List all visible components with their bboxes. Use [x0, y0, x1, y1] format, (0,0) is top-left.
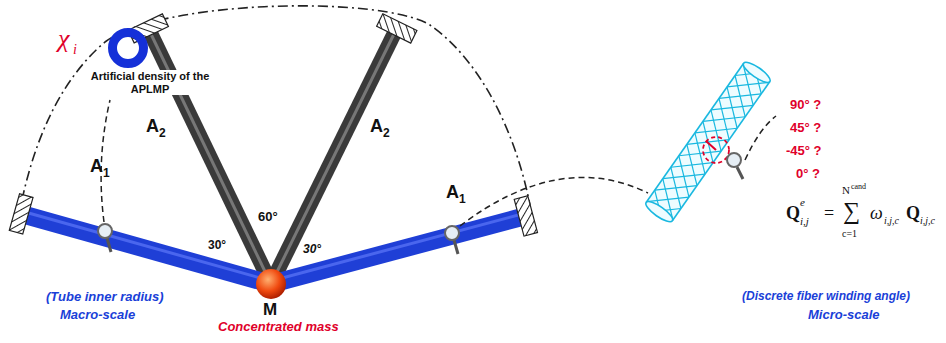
bar-a2 — [271, 32, 395, 284]
scale-caption: (Tube inner radius) — [46, 290, 164, 305]
mass-ball — [256, 269, 286, 299]
formula-sum: ∑ — [843, 198, 860, 226]
scale-caption: (Discrete fiber winding angle) — [742, 290, 910, 304]
angle-mark — [706, 141, 716, 150]
formula-limit: c=1 — [842, 228, 857, 240]
bar-a1 — [271, 217, 522, 284]
angle-option: 90° ? — [790, 98, 821, 113]
bar-name: A — [90, 156, 103, 177]
bar-a1 — [25, 215, 271, 284]
callout-line — [745, 116, 776, 160]
angle-option: -45° ? — [786, 144, 822, 159]
subscript: 1 — [103, 167, 110, 181]
angle-value: 30° — [208, 239, 226, 253]
angle-option: 0° ? — [796, 167, 820, 182]
bar-name: A — [446, 182, 459, 203]
formula-superscript: e — [800, 196, 805, 209]
bar-highlight — [25, 212, 271, 281]
magnifier — [98, 224, 112, 252]
formula-subscript: i,j,c — [920, 215, 935, 227]
symbol: χ — [58, 24, 69, 54]
formula-symbol: ω — [870, 203, 883, 224]
subscript: 2 — [159, 127, 166, 141]
formula-limit: cand — [851, 182, 866, 191]
bar-highlight — [271, 214, 522, 281]
formula-subscript: i,j,c — [884, 215, 899, 227]
subscript: 2 — [383, 127, 390, 141]
fiber-tube — [623, 30, 794, 255]
formula-symbol: Q — [786, 203, 800, 224]
mass-name: M — [263, 300, 277, 320]
scale-caption: Macro-scale — [60, 308, 135, 323]
mass-caption: Concentrated mass — [218, 320, 339, 335]
bar-name: A — [370, 116, 383, 137]
angle-option: 45° ? — [790, 121, 821, 136]
fixed-support — [9, 194, 33, 234]
magnifier — [727, 153, 743, 179]
angle-value: 30° — [303, 243, 321, 257]
annotation: Artificial density of the APLMP — [84, 70, 216, 95]
angle-value: 60° — [258, 210, 278, 225]
formula-limit: N — [842, 184, 850, 197]
density-ring — [113, 33, 144, 64]
subscript: 1 — [459, 193, 466, 207]
bar-highlight — [271, 32, 395, 284]
angle-focus — [703, 137, 729, 163]
scale-caption: Micro-scale — [808, 308, 880, 323]
bar-name: A — [146, 116, 159, 137]
boundary-arc — [22, 6, 530, 205]
callout-line — [460, 177, 648, 226]
fixed-support — [514, 196, 537, 236]
magnifier — [445, 226, 459, 254]
formula-symbol: = — [824, 203, 834, 224]
fixed-support — [377, 14, 417, 43]
formula-symbol: Q — [906, 203, 920, 224]
subscript: i — [73, 42, 77, 58]
formula-subscript: i,j — [800, 215, 809, 228]
